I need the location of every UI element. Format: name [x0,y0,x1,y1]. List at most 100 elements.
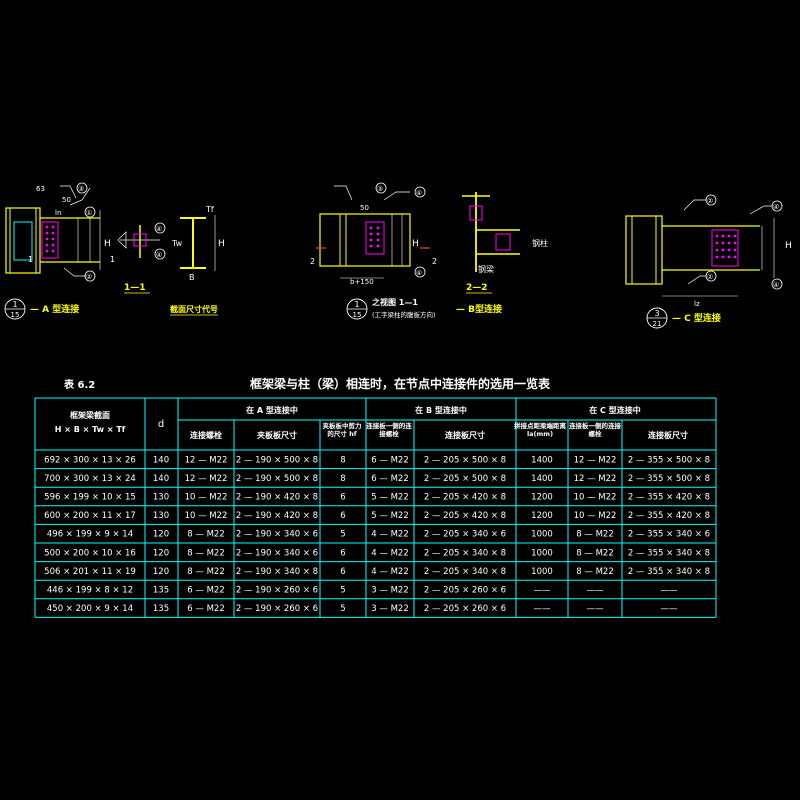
dim-text: b+150 [350,278,374,286]
table-cell-b-bolt: 5 — M22 [371,511,408,521]
subheader-b-bolts-wrap: 连接板一侧的连接螺栓 [366,422,412,438]
table-cell-c-plate: 2 — 355 × 420 × 8 [628,493,710,503]
detail-b-title: — B型连接 [456,303,502,315]
weld-symbol-icon [705,270,717,282]
table-row: 692 × 300 × 13 × 26 140 12 — M22 2 — 190 × … [44,455,710,465]
dim-H: H [218,239,225,249]
table-grid [34,397,717,618]
detail-a-leader [60,185,77,199]
table-cell-b-plate: 2 — 205 × 500 × 8 [424,455,506,465]
table-cell-c-plate: 2 — 355 × 340 × 6 [628,530,710,540]
table-cell-a-plate: 2 — 190 × 340 × 6 [236,530,318,540]
weld-num: ④ [156,225,162,233]
detail-a-column-web [13,221,33,261]
table-cell-c-bolt: —— [587,604,605,614]
table-cell-a-t: 8 [340,474,345,484]
weld-symbol-icon [154,248,166,260]
table-cell-b-plate: 2 — 205 × 340 × 6 [424,530,506,540]
section-plate [133,233,147,247]
subheader-a-plate: 夹板板尺寸 [257,430,297,440]
dim-text: H [104,239,111,249]
table-cell-c-plate: 2 — 355 × 340 × 8 [628,548,710,558]
callout-sheet: 21 [653,320,662,328]
table-cell-a-t: 5 [340,586,345,596]
subheader-a-thick-wrap: 夹板板中剪力的尺寸 hf [322,422,362,438]
table-cell-a-bolt: 10 — M22 [185,511,228,521]
header-d: d [158,419,164,430]
weld-symbol-icon [771,200,783,212]
table-cell-b-plate: 2 — 205 × 340 × 8 [424,567,506,577]
table-cell-b-plate: 2 — 205 × 260 × 6 [424,586,506,596]
table-cell-c-dist: 1000 [531,530,553,540]
weld-symbol-icon [414,266,426,278]
table-cell-b-bolt: 6 — M22 [371,474,408,484]
detail-c: H lz ② ④ ② ④ 3 21 — C 型连接 [625,194,792,329]
subheader-b-plate: 连接板尺寸 [445,430,485,440]
table-cell-sec: 692 × 300 × 13 × 26 [44,455,136,465]
table-cell-b-plate: 2 — 205 × 420 × 8 [424,493,506,503]
dim-text: 50 [360,204,369,212]
weld-symbol-icon [705,194,717,206]
header-group-b: 在 B 型连接中 [415,405,467,415]
table-cell-a-bolt: 12 — M22 [185,455,228,465]
table-cell-c-bolt: —— [587,586,605,596]
dim-text: 63 [36,185,45,193]
selection-table: 表 6.2 框架梁与柱（梁）相连时，在节点中连接件的选用一览表 框架梁截面 H … [34,376,717,618]
table-cell-a-plate: 2 — 190 × 500 × 8 [236,455,318,465]
weld-num: ② [707,273,713,281]
detail-b-beam [319,213,411,267]
table-cell-b-bolt: 3 — M22 [371,604,408,614]
weld-symbol-icon [375,182,387,194]
weld-symbol-icon [771,278,783,290]
header-group-c: 在 C 型连接中 [589,405,640,415]
table-cell-a-t: 6 [340,511,345,521]
weld-num: ② [86,273,92,281]
table-cell-b-bolt: 4 — M22 [371,530,408,540]
subheader-b-bolts: 连接板一侧的连接螺栓 [366,422,412,438]
table-cell-a-plate: 2 — 190 × 420 × 8 [236,511,318,521]
weld-symbol-icon [414,186,426,198]
table-cell-c-dist: 1200 [531,511,553,521]
table-cell-sec: 446 × 199 × 8 × 12 [47,586,133,596]
table-cell-c-plate: 2 — 355 × 500 × 8 [628,474,710,484]
table-cell-b-bolt: 6 — M22 [371,455,408,465]
table-cell-c-dist: 1400 [531,474,553,484]
dim-text: ln [55,209,61,217]
weld-symbol-icon [84,206,96,218]
table-cell-c-dist: —— [534,604,552,614]
table-title: 框架梁与柱（梁）相连时，在节点中连接件的选用一览表 [250,376,551,391]
weld-num: ④ [773,203,779,211]
table-cell-c-bolt: 12 — M22 [574,455,617,465]
table-cell-a-t: 5 [340,530,345,540]
weld-num: ④ [416,189,422,197]
table-cell-a-bolt: 6 — M22 [187,586,224,596]
detail-b-plate [365,221,385,255]
detail-b-leader [383,191,410,201]
subheader-a-thick: 夹板板中剪力的尺寸 hf [322,422,362,438]
table-cell-c-bolt: 8 — M22 [576,567,613,577]
table-cell-c-bolt: 10 — M22 [574,493,617,503]
callout-number: 1 [354,300,359,309]
table-cell-d: 130 [153,493,169,503]
dim-text: 50 [62,196,71,204]
table-cell-sec: 596 × 199 × 10 × 15 [44,493,136,503]
section-2-2-stiffener [469,205,483,221]
table-cell-d: 140 [153,455,169,465]
detail-a-column [5,207,41,274]
table-cell-sec: 500 × 200 × 10 × 16 [44,548,136,558]
table-cell-a-plate: 2 — 190 × 260 × 6 [236,604,318,614]
table-cell-c-dist: 1000 [531,567,553,577]
table-cell-d: 120 [153,548,169,558]
header-group-a: 在 A 型连接中 [246,405,298,415]
detail-a: ③ ① ② 63 50 ln H 1 1 1 15 — A 型连接 [4,182,115,320]
detail-c-leader [749,205,772,215]
callout-number: 1 [12,300,17,309]
label-beam: 钢梁 [478,264,494,274]
weld-symbol-icon [154,222,166,234]
weld-num: ④ [416,269,422,277]
table-cell-b-bolt: 5 — M22 [371,493,408,503]
